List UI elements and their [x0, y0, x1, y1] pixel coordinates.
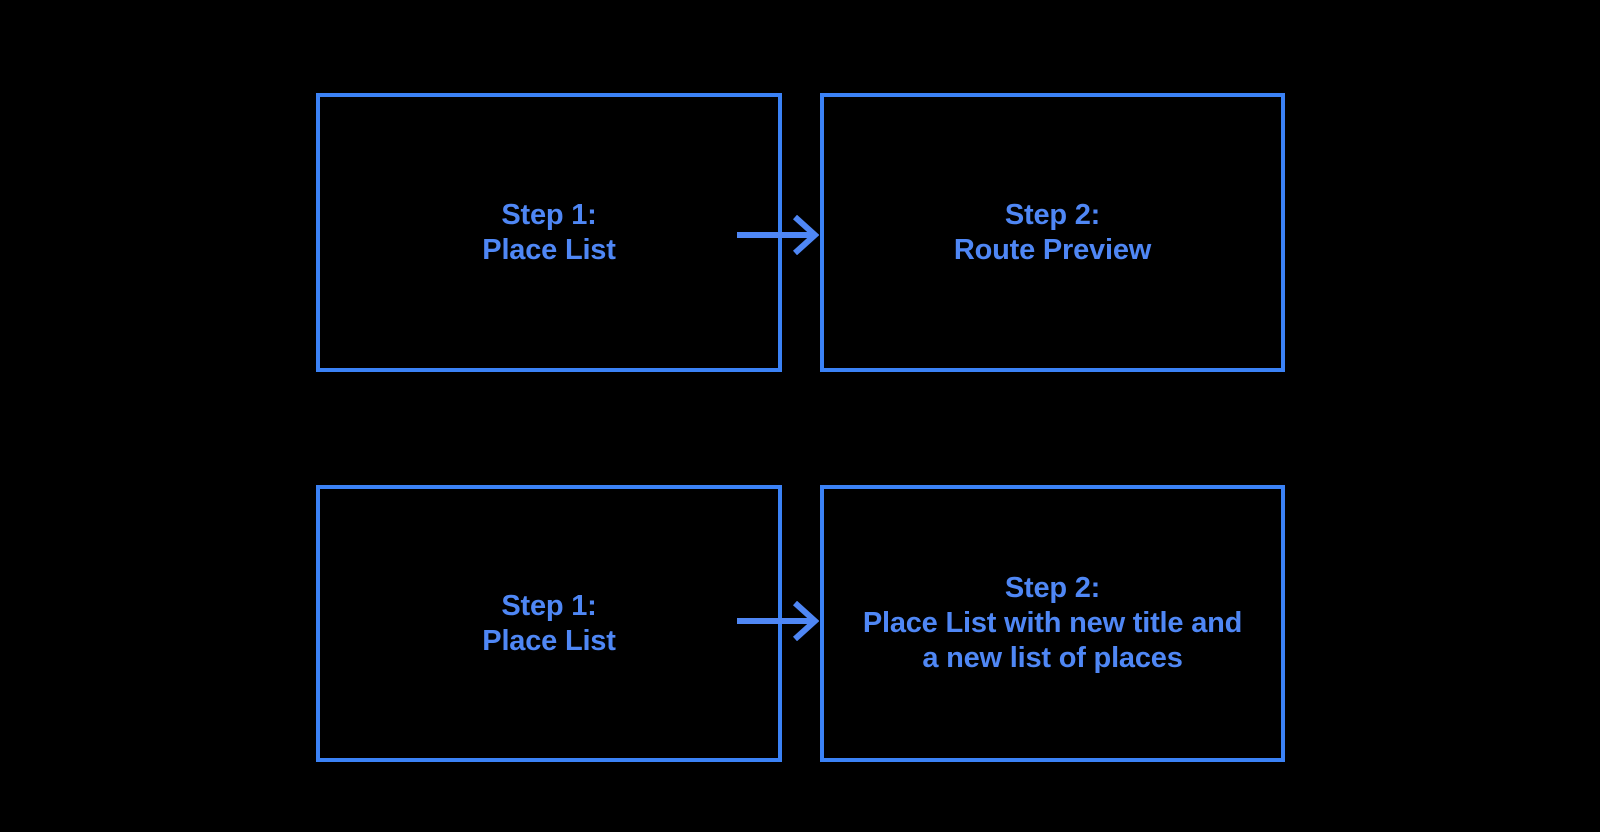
step-box-label: Step 2: Place List with new title and a …: [862, 572, 1243, 674]
step-box-label: Step 1: Place List: [482, 589, 616, 657]
step-box-bottom-step-1[interactable]: Step 1: Place List: [316, 485, 782, 762]
step-box-label: Step 1: Place List: [482, 198, 616, 266]
step-box-bottom-step-2[interactable]: Step 2: Place List with new title and a …: [820, 485, 1285, 762]
flow-row-place-list-update: Step 1: Place List Step 2: Place List wi…: [0, 485, 1600, 762]
step-box-top-step-2[interactable]: Step 2: Route Preview: [820, 93, 1285, 372]
step-box-label: Step 2: Route Preview: [953, 198, 1152, 266]
step-box-top-step-1[interactable]: Step 1: Place List: [316, 93, 782, 372]
flow-row-route-preview: Step 1: Place List Step 2: Route Preview: [0, 93, 1600, 372]
